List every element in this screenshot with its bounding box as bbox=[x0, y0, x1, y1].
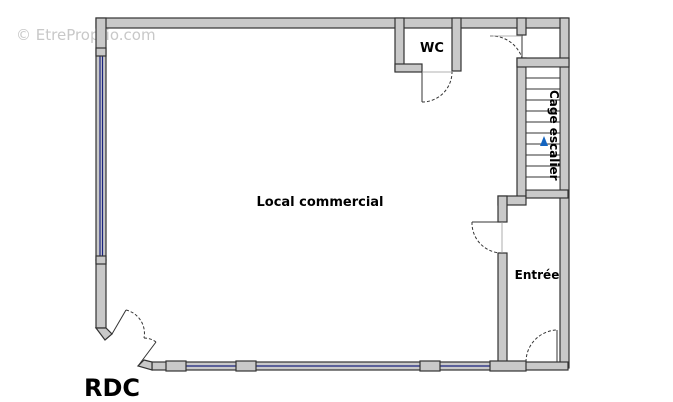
wall-interior-lower bbox=[497, 252, 508, 369]
wall-top bbox=[95, 17, 569, 29]
wall-stair-bottom bbox=[525, 189, 569, 199]
wall-wc-bottom-left bbox=[394, 63, 423, 73]
wall-corner-diagonal-2 bbox=[136, 359, 153, 371]
wall-interior-mid bbox=[497, 195, 508, 223]
doors bbox=[111, 35, 558, 367]
room-label-stairs: Cage escalier bbox=[547, 90, 561, 181]
floor-label: RDC bbox=[84, 374, 140, 402]
wall-stair-top bbox=[516, 57, 570, 68]
wall-interior-upper bbox=[516, 57, 527, 199]
wall-closet-left bbox=[516, 17, 527, 36]
room-label-entrance: Entrée bbox=[515, 268, 560, 282]
stair-arrow-icon bbox=[540, 136, 548, 146]
wall-wc-left bbox=[394, 17, 405, 72]
room-label-commercial: Local commercial bbox=[256, 195, 383, 210]
wall-wc-right bbox=[451, 17, 462, 72]
walls bbox=[94, 17, 570, 371]
wall-corner-diagonal bbox=[94, 327, 113, 341]
room-label-wc: WC bbox=[420, 41, 444, 56]
staircase bbox=[525, 66, 561, 191]
watermark: © EtreProprio.com bbox=[16, 26, 156, 44]
wall-left-lower bbox=[95, 259, 107, 329]
door-corner bbox=[111, 309, 127, 335]
windows bbox=[99, 54, 492, 367]
